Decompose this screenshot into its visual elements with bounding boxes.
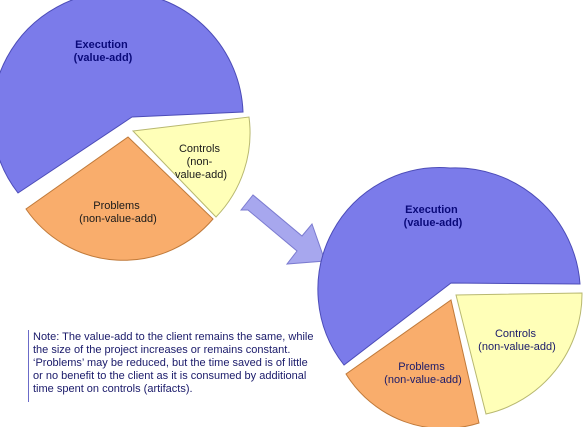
pie2-label-controls: Controls (non-value-add) bbox=[478, 328, 556, 353]
pie2-slice-execution bbox=[317, 167, 581, 366]
note-left-rule bbox=[28, 330, 29, 402]
pie1-label-controls: Controls (non- value-add) bbox=[175, 143, 227, 181]
pie1-label-execution: Execution (value-add) bbox=[74, 39, 133, 64]
pie2-slice-problems bbox=[345, 299, 480, 427]
note-line: ‘Problems’ may be reduced, but the time … bbox=[33, 357, 308, 369]
pie1-label-problems: Problems (non-value-add) bbox=[79, 200, 157, 225]
note-line: or no benefit to the client as it is con… bbox=[33, 370, 307, 382]
pie-chart-after: Execution (value-add) Problems (non-valu… bbox=[317, 167, 583, 427]
pie1-slice-problems bbox=[25, 136, 214, 261]
pie2-label-problems: Problems (non-value-add) bbox=[384, 361, 462, 386]
pie1-slice-controls bbox=[131, 116, 251, 218]
pie2-label-execution: Execution (value-add) bbox=[404, 204, 463, 229]
pie1-slice-execution bbox=[0, 0, 244, 194]
note-line: the size of the project increases or rem… bbox=[33, 344, 291, 356]
right-down-arrow-icon bbox=[239, 194, 326, 265]
note-text-block: Note: The value-add to the client remain… bbox=[33, 331, 323, 396]
pie-chart-before: Execution (value-add) Problems (non-valu… bbox=[0, 0, 251, 261]
note-line: time spent on controls (artifacts). bbox=[33, 383, 193, 395]
note-line: Note: The value-add to the client remain… bbox=[33, 331, 314, 343]
pie2-slice-controls bbox=[455, 292, 583, 415]
